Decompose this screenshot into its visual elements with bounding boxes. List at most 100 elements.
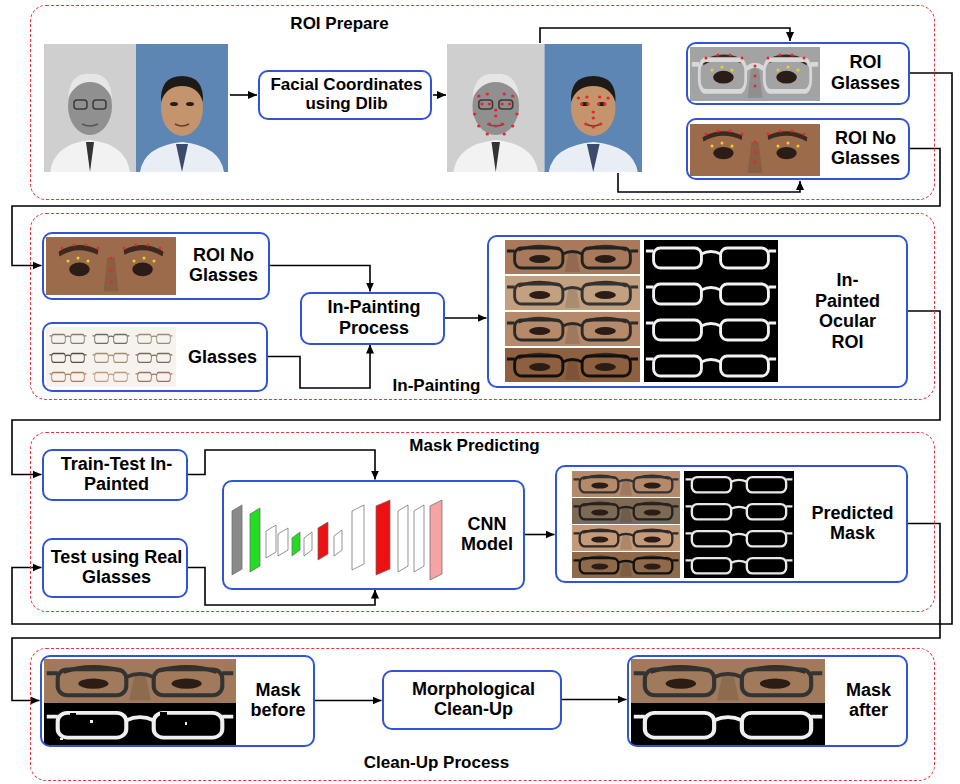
roi-no-glasses-image — [147, 244, 150, 247]
roi-no-glasses-image — [46, 237, 176, 295]
process-box: In-Painted Ocular ROI — [487, 235, 908, 388]
annotated-faces — [584, 122, 587, 125]
inpainted-ocular-images — [505, 240, 640, 274]
predicted-mask-images — [574, 531, 679, 546]
glasses-catalogue — [50, 354, 87, 363]
glasses-catalogue — [136, 354, 173, 363]
node-label: Test using Real Glasses — [44, 547, 190, 588]
roi-no-glasses-image — [717, 130, 720, 133]
annotated-faces — [580, 102, 583, 105]
annotated-faces — [598, 95, 601, 98]
mask-after-image — [634, 713, 822, 738]
annotated-faces — [488, 102, 491, 105]
node-label: ROI No Glasses — [178, 245, 270, 286]
cnn-layers — [292, 532, 300, 556]
predicted-mask-images — [574, 504, 679, 519]
roi-no-glasses-image — [690, 124, 820, 176]
annotated-faces — [577, 96, 580, 99]
predicted-mask-images — [572, 498, 680, 524]
process-box: Mask before — [40, 655, 315, 747]
inpainted-ocular-images — [507, 356, 638, 376]
mask-before-image — [44, 659, 236, 703]
mask-before-image — [200, 731, 206, 735]
predicted-mask-images — [684, 471, 794, 578]
layout-arrow — [230, 94, 257, 96]
stage-panel: Clean-Up ProcessMask beforeMorphological… — [30, 648, 935, 781]
cnn-layers — [250, 508, 260, 572]
node-label: ROI Glasses — [822, 52, 910, 93]
inpainted-ocular-images — [505, 276, 640, 310]
roi-no-glasses-image — [46, 237, 176, 295]
predicted-mask-images — [686, 531, 793, 546]
annotated-faces — [592, 125, 595, 128]
stage-panel: In-PaintingROI No GlassesIn-Painting Pro… — [30, 213, 935, 400]
roi-no-glasses-image — [721, 142, 724, 145]
inpainted-ocular-images — [505, 348, 640, 382]
mask-before-image — [110, 730, 118, 734]
roi-glasses-image — [754, 85, 757, 88]
roi-no-glasses-image — [61, 244, 162, 284]
annotated-faces — [447, 44, 642, 172]
annotated-faces — [488, 122, 491, 125]
panel-heading: Clean-Up Process — [364, 753, 510, 773]
inpainted-ocular-images — [505, 240, 778, 382]
panel-heading: ROI Prepare — [290, 14, 388, 34]
glasses-catalogue — [93, 354, 130, 363]
mask-after-image — [631, 659, 825, 745]
process-box: ROI No Glasses — [42, 232, 270, 300]
process-box: ROI Glasses — [686, 42, 910, 105]
cnn-layers — [414, 505, 424, 572]
predicted-mask-images — [572, 552, 680, 578]
roi-no-glasses-image — [67, 257, 156, 263]
roi-glasses-image — [741, 57, 744, 60]
predicted-mask-images — [686, 558, 793, 573]
panel-heading: Mask Predicting — [409, 436, 539, 456]
node-label: CNN Model — [450, 514, 525, 555]
inpainted-ocular-images — [646, 356, 776, 376]
annotated-faces — [597, 102, 600, 105]
cnn-layers — [430, 500, 442, 580]
cnn-layers — [232, 505, 242, 575]
roi-no-glasses-image — [159, 247, 162, 250]
glasses-catalogue — [46, 327, 176, 387]
roi-no-glasses-image — [777, 145, 780, 148]
glasses-catalogue — [50, 373, 87, 382]
annotated-faces — [586, 102, 589, 105]
cnn-layers — [266, 525, 276, 558]
process-box: Mask after — [627, 655, 908, 747]
glasses-catalogue — [93, 335, 130, 344]
roi-glasses-image — [692, 60, 818, 92]
roi-glasses-image — [705, 54, 806, 88]
flow-arrow — [525, 534, 555, 536]
roi-glasses-image — [690, 47, 820, 101]
roi-no-glasses-image — [73, 244, 76, 247]
node-label: In-Painting Process — [302, 297, 447, 338]
roi-glasses-image — [777, 69, 780, 72]
flow-arrow — [270, 266, 371, 292]
roi-no-glasses-image — [110, 257, 113, 260]
annotated-faces — [486, 92, 489, 95]
annotated-faces — [494, 124, 497, 127]
flow-arrow — [445, 317, 487, 319]
inpainted-ocular-images — [646, 248, 776, 268]
glasses-catalogue — [50, 335, 87, 344]
stage-panel: ROI PrepareFacial Coordinates using Dlib… — [30, 5, 935, 200]
mask-before-image — [70, 713, 76, 717]
roi-no-glasses-image — [85, 244, 88, 247]
annotated-faces — [486, 132, 489, 135]
roi-no-glasses-image — [133, 260, 136, 263]
flow-arrow — [268, 345, 371, 389]
inpainted-ocular-images — [646, 320, 776, 340]
node-label: Predicted Mask — [799, 503, 907, 544]
annotated-faces — [606, 96, 609, 99]
glasses-catalogue — [93, 373, 130, 382]
annotated-faces — [500, 122, 503, 125]
predicted-mask-images — [572, 471, 680, 497]
mask-before-image — [70, 712, 206, 735]
node-label: Mask after — [830, 680, 908, 721]
roi-glasses-image — [779, 54, 782, 57]
roi-no-glasses-image — [803, 133, 806, 136]
annotated-faces — [599, 122, 602, 125]
flow-arrow — [12, 149, 940, 266]
roi-glasses-image — [767, 57, 770, 60]
